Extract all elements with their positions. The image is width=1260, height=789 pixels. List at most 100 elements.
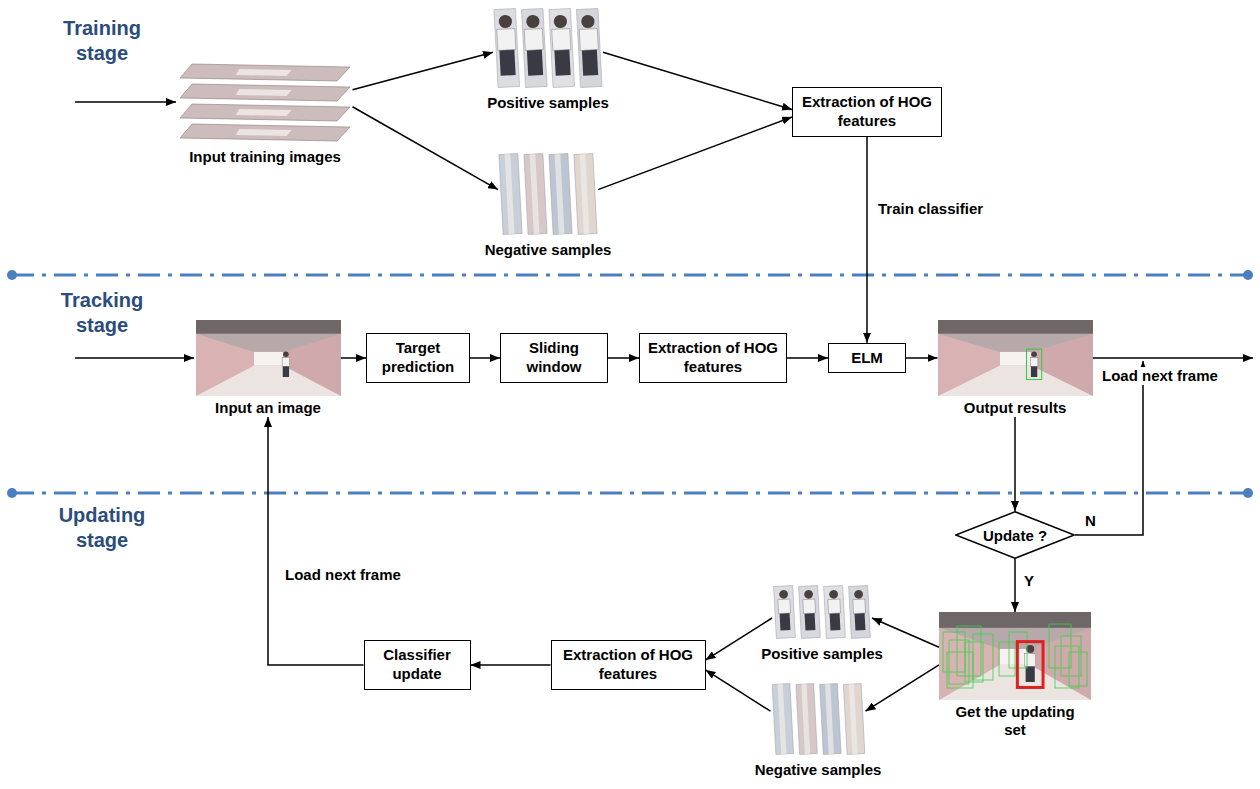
stacked-image [180,64,350,81]
stage-divider [12,492,1248,495]
stage-divider [12,274,1248,277]
connector [906,357,938,359]
scene-back [254,352,283,366]
sample-image [824,586,846,639]
input-arrow [75,357,194,359]
person-body [853,599,866,614]
person-legs [554,48,570,76]
candidate-box [1069,652,1087,686]
connector [471,664,551,666]
stacked-image-detail [235,89,291,96]
node-text: Target prediction [375,339,461,377]
node-text: Extraction of HOG features [648,339,778,377]
sample-image [819,684,840,755]
person-body [778,599,791,614]
stage-label: Training stage [45,16,159,66]
picture [939,612,1091,700]
person-body [524,29,543,51]
caption: Negative samples [485,241,612,259]
caption: Positive samples [761,645,883,663]
sample-image [799,586,821,639]
sample-image [843,684,864,755]
sample-strip [849,586,871,639]
picture-area [498,150,598,238]
person-head [498,15,512,29]
sample-detail [848,684,857,754]
input-arrow [75,101,176,103]
process-box: Classifier update [364,640,471,690]
node-text: Sliding window [509,339,599,377]
picture [772,582,872,642]
scene-ground [939,612,1091,700]
scene-ceiling [938,320,1093,334]
sample-detail [505,154,515,234]
person-body [497,29,516,51]
person-head [779,590,788,599]
sample-detail [801,684,810,754]
process-box: Extraction of HOG features [792,87,942,137]
picture-area [196,320,341,396]
connector [470,357,500,359]
sample-images: Positive samples [742,582,902,663]
stacked-image-detail [235,109,291,116]
picture-area [939,612,1091,700]
caption-text: Output results [964,399,1067,417]
divider-dot [1243,270,1253,280]
illustration [180,64,350,141]
person-body [282,357,290,366]
person-legs [582,48,598,76]
person-legs [499,48,515,76]
divider-dot [7,270,17,280]
sample-strip [521,8,547,87]
stacked-image-detail [235,69,291,76]
sample-detail [530,154,540,234]
illustration [494,8,602,87]
sample-strip [819,684,840,755]
connector [341,357,367,359]
person-head [829,590,838,599]
process-box: ELM [828,343,906,374]
picture-area [771,680,866,758]
sample-detail [824,684,833,754]
illustration [499,154,597,235]
person-body [579,29,598,51]
divider-dot [1243,488,1253,498]
sample-strip [574,154,597,235]
sample-image [549,8,575,87]
scene-ground [938,320,1093,396]
connector [353,52,494,89]
sample-strip [494,8,520,87]
frame-image: Output results [930,320,1100,417]
frame-image: Get the updating set [935,612,1095,739]
caption: Output results [964,399,1067,417]
divider-dot [7,488,17,498]
connector [353,107,499,190]
sample-strip [774,586,796,639]
sample-strip [795,684,816,755]
sample-image [499,154,522,235]
connector [603,52,792,109]
scene-floor [938,366,1093,396]
person-body [1030,357,1038,366]
branch-label: N [1083,512,1098,530]
person-head [804,590,813,599]
person-head [854,590,863,599]
picture [493,5,603,91]
picture-area [493,5,603,91]
connector [608,357,639,359]
edge-label: Train classifier [876,200,985,218]
sample-image [774,586,796,639]
connector [1014,417,1016,511]
illustration [774,586,871,639]
picture-area [938,320,1093,396]
person-body [828,599,841,614]
sample-strip [499,154,522,235]
sample-strip [799,586,821,639]
process-box: Sliding window [500,333,608,383]
person-legs [282,366,288,377]
sample-strip [576,8,602,87]
sample-image [524,154,547,235]
caption-text: Positive samples [487,94,609,112]
sample-strip [824,586,846,639]
person-body [552,29,571,51]
